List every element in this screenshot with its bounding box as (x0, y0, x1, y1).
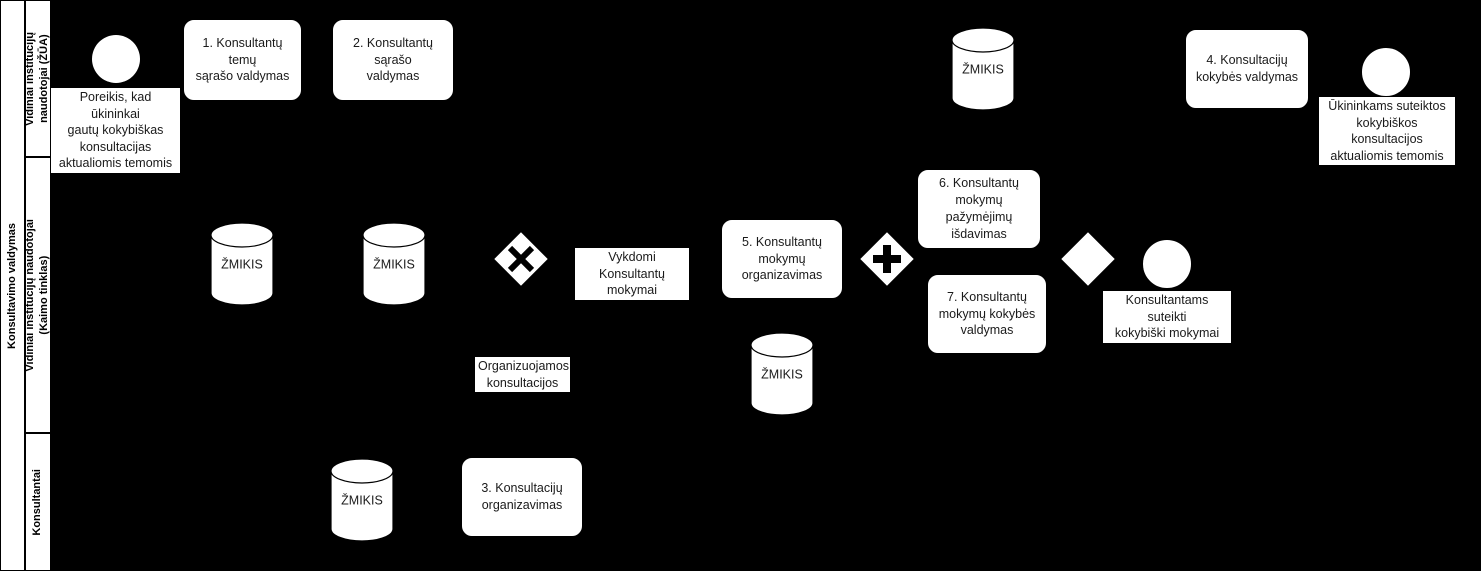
parallel-gateway-diamond (860, 232, 914, 286)
cylinder-icon (951, 27, 1015, 111)
lane-label-vidiniai-zua: Vidiniai institucijų naudotojai (ŽŪA) (24, 0, 51, 157)
label-organizuojamos-konsultacijos: Organizuojamos konsultacijos (475, 357, 570, 392)
pool-label-text: Konsultavimo valdymas (5, 222, 18, 349)
datastore-zmikis-lane2-a[interactable]: ŽMIKIS (210, 222, 274, 306)
cylinder-icon (750, 332, 814, 416)
inclusive-gateway-diamond (1061, 232, 1115, 286)
datastore-label: ŽMIKIS (761, 367, 803, 382)
end-event-label-lane1: Ūkininkams suteiktos kokybiškos konsulta… (1319, 97, 1455, 165)
datastore-zmikis-lane1[interactable]: ŽMIKIS (951, 27, 1015, 111)
exclusive-gateway-diamond (494, 232, 548, 286)
start-event-circle[interactable] (92, 35, 140, 83)
task-2-konsultantu-saraso-valdymas[interactable]: 2. Konsultantų sąrašo valdymas (333, 20, 453, 100)
end-event-label-lane2: Konsultantams suteikti kokybiški mokymai (1103, 291, 1231, 343)
lane-label-text: Vidiniai institucijų naudotojai (ŽŪA) (24, 31, 50, 126)
task-3-konsultaciju-organizavimas[interactable]: 3. Konsultacijų organizavimas (462, 458, 582, 536)
label-vykdomi-konsultantu-mokymai: Vykdomi Konsultantų mokymai (575, 248, 689, 300)
datastore-label: ŽMIKIS (962, 62, 1004, 77)
task-6-konsultantu-mokymu-pazymejimu-isdavimas[interactable]: 6. Konsultantų mokymų pažymėjimų išdavim… (918, 170, 1040, 248)
task-4-konsultaciju-kokybes-valdymas[interactable]: 4. Konsultacijų kokybės valdymas (1186, 30, 1308, 108)
task-1-konsultantu-temu-saraso-valdymas[interactable]: 1. Konsultantų temų sąrašo valdymas (184, 20, 301, 100)
lane-label-text: Vidiniai institucijų naudotojai (Kaimo t… (24, 218, 50, 372)
task-7-konsultantu-mokymu-kokybes-valdymas[interactable]: 7. Konsultantų mokymų kokybės valdymas (928, 275, 1046, 353)
datastore-zmikis-lane2-c[interactable]: ŽMIKIS (750, 332, 814, 416)
datastore-zmikis-lane3[interactable]: ŽMIKIS (330, 458, 394, 542)
lane-label-konsultantai: Konsultantai (25, 433, 51, 571)
datastore-zmikis-lane2-b[interactable]: ŽMIKIS (362, 222, 426, 306)
datastore-label: ŽMIKIS (221, 257, 263, 272)
pool-label-konsultavimo-valdymas: Konsultavimo valdymas (0, 0, 25, 571)
lane-label-text: Konsultantai (31, 468, 44, 536)
datastore-label: ŽMIKIS (373, 257, 415, 272)
end-event-circle-lane2[interactable] (1143, 240, 1191, 288)
exclusive-gateway-icon[interactable] (494, 232, 548, 286)
cylinder-icon (210, 222, 274, 306)
start-event-label: Poreikis, kad ūkininkai gautų kokybiškas… (51, 88, 180, 173)
datastore-label: ŽMIKIS (341, 493, 383, 508)
parallel-gateway-icon[interactable] (860, 232, 914, 286)
lane-label-vidiniai-kaimo-tinklas: Vidiniai institucijų naudotojai (Kaimo t… (24, 157, 51, 433)
cylinder-icon (362, 222, 426, 306)
end-event-circle-lane1[interactable] (1362, 48, 1410, 96)
inclusive-gateway-icon[interactable] (1061, 232, 1115, 286)
cylinder-icon (330, 458, 394, 542)
task-5-konsultantu-mokymu-organizavimas[interactable]: 5. Konsultantų mokymų organizavimas (722, 220, 842, 298)
